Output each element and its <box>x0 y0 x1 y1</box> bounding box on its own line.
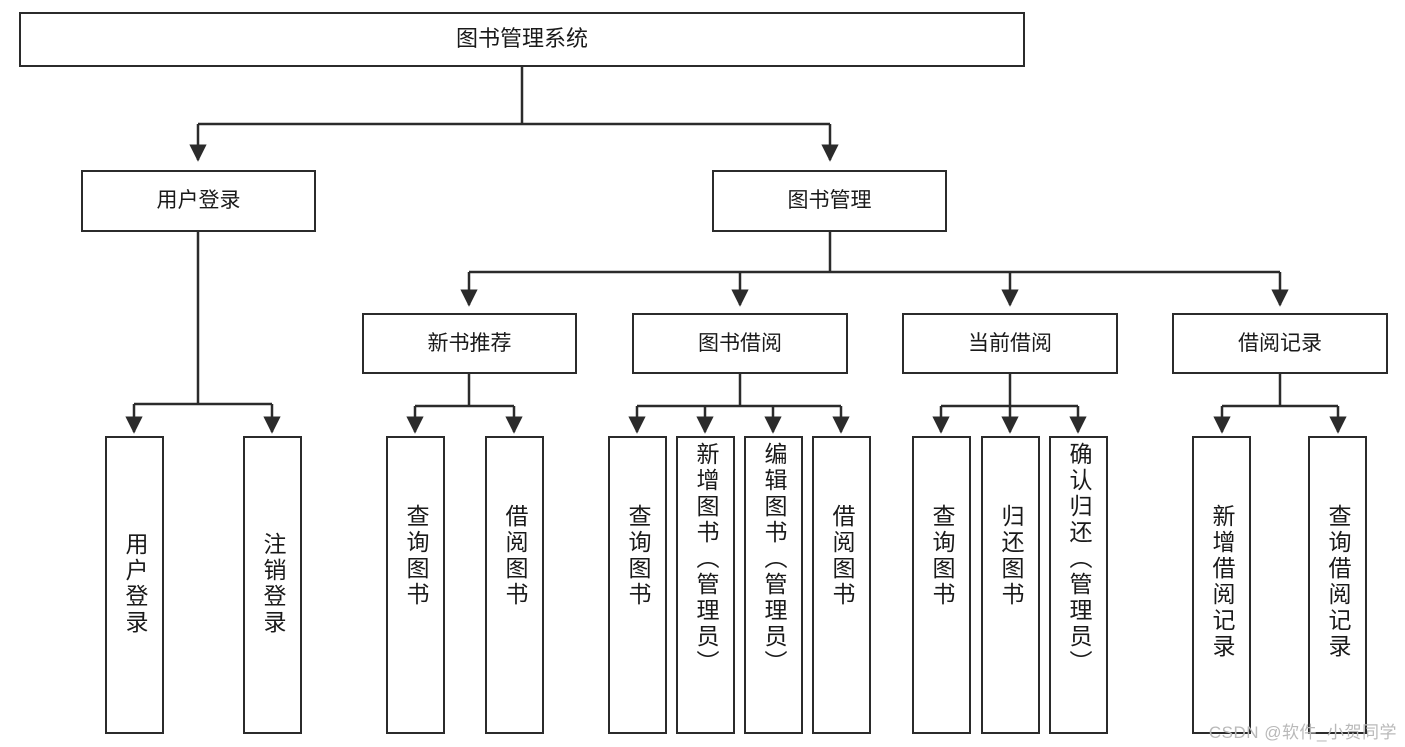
leaf-query-book-recommend[interactable]: 查询图书 <box>386 436 445 734</box>
node-borrow-records-label: 借阅记录 <box>1238 331 1322 355</box>
leaf-query-borrow-record-label: 查询借阅记录 <box>1325 504 1351 660</box>
leaf-confirm-return-admin-label: 确认归还（管理员） <box>1066 442 1092 676</box>
leaf-query-book-recommend-label: 查询图书 <box>403 504 429 608</box>
node-user-login-label: 用户登录 <box>156 189 241 213</box>
node-book-management[interactable]: 图书管理 <box>712 170 947 232</box>
leaf-logout[interactable]: 注销登录 <box>243 436 302 734</box>
node-root-label: 图书管理系统 <box>455 26 588 52</box>
leaf-user-login[interactable]: 用户登录 <box>105 436 164 734</box>
leaf-return-book-label: 归还图书 <box>998 504 1024 608</box>
node-root[interactable]: 图书管理系统 <box>19 12 1025 67</box>
leaf-add-book-admin-label: 新增图书（管理员） <box>693 442 719 676</box>
leaf-query-book-current-label: 查询图书 <box>929 504 955 608</box>
node-new-book-recommend[interactable]: 新书推荐 <box>362 313 577 374</box>
node-borrow-records[interactable]: 借阅记录 <box>1172 313 1388 374</box>
node-book-borrow[interactable]: 图书借阅 <box>632 313 848 374</box>
leaf-add-borrow-record[interactable]: 新增借阅记录 <box>1192 436 1251 734</box>
leaf-borrow-book[interactable]: 借阅图书 <box>812 436 871 734</box>
leaf-add-book-admin[interactable]: 新增图书（管理员） <box>676 436 735 734</box>
leaf-user-login-label: 用户登录 <box>122 532 148 636</box>
node-book-management-label: 图书管理 <box>787 189 872 213</box>
leaf-borrow-book-label: 借阅图书 <box>829 504 855 608</box>
leaf-return-book[interactable]: 归还图书 <box>981 436 1040 734</box>
leaf-borrow-book-recommend[interactable]: 借阅图书 <box>485 436 544 734</box>
node-user-login[interactable]: 用户登录 <box>81 170 316 232</box>
leaf-logout-label: 注销登录 <box>260 532 286 636</box>
watermark: CSDN @软件_小贺同学 <box>1208 723 1397 742</box>
node-current-borrow[interactable]: 当前借阅 <box>902 313 1118 374</box>
leaf-edit-book-admin-label: 编辑图书（管理员） <box>761 442 787 676</box>
leaf-query-book-current[interactable]: 查询图书 <box>912 436 971 734</box>
leaf-confirm-return-admin[interactable]: 确认归还（管理员） <box>1049 436 1108 734</box>
leaf-edit-book-admin[interactable]: 编辑图书（管理员） <box>744 436 803 734</box>
leaf-add-borrow-record-label: 新增借阅记录 <box>1209 504 1235 660</box>
node-new-book-recommend-label: 新书推荐 <box>427 331 512 355</box>
leaf-query-borrow-record[interactable]: 查询借阅记录 <box>1308 436 1367 734</box>
node-current-borrow-label: 当前借阅 <box>968 331 1052 355</box>
leaf-borrow-book-recommend-label: 借阅图书 <box>502 504 528 608</box>
leaf-query-book-borrow[interactable]: 查询图书 <box>608 436 667 734</box>
leaf-query-book-borrow-label: 查询图书 <box>625 504 651 608</box>
node-book-borrow-label: 图书借阅 <box>698 331 782 355</box>
